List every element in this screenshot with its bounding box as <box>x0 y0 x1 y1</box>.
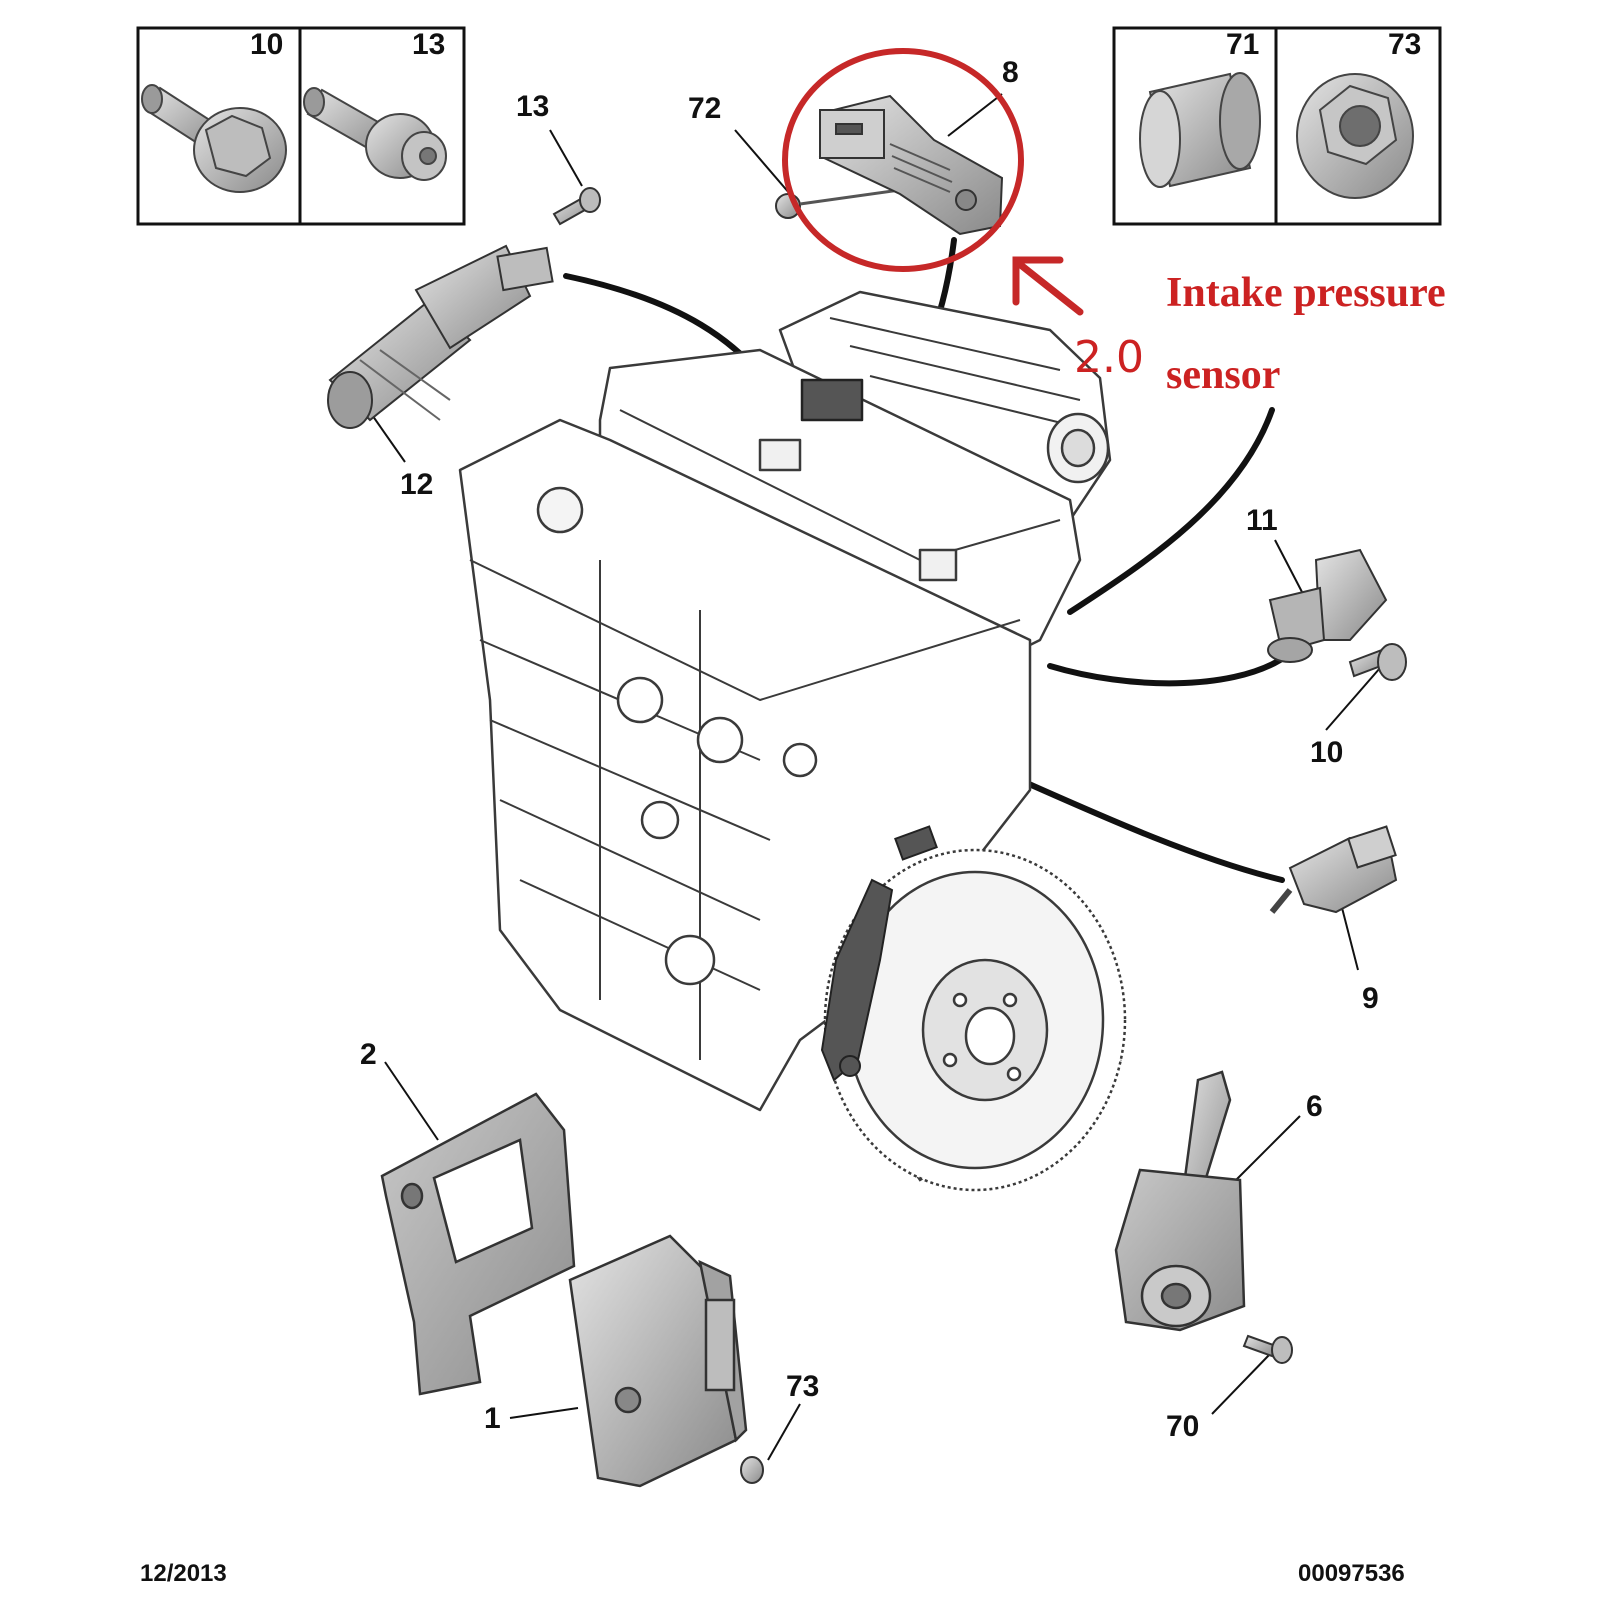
callout-72: 72 <box>688 92 722 125</box>
inset-left-label-10: 10 <box>250 28 284 61</box>
callout-6: 6 <box>1306 1090 1323 1123</box>
annotation-line-1: Intake pressure <box>1166 270 1446 316</box>
cap-nut-icon <box>1139 72 1261 188</box>
bracket-plate-2-icon <box>380 1092 576 1396</box>
nut-73-icon <box>740 1456 764 1484</box>
annotation-number: 2.0 <box>1074 332 1144 383</box>
leader-lines <box>369 93 1381 1461</box>
flange-screw-icon <box>141 84 287 193</box>
wiring-harness <box>820 825 938 1082</box>
screw-10-icon <box>1348 643 1407 681</box>
engine-control-unit-1-icon <box>568 1234 748 1488</box>
flange-nut-icon <box>1296 73 1414 199</box>
cam-sensor-11-icon <box>1267 548 1388 663</box>
callout-8: 8 <box>1002 56 1019 89</box>
flywheel <box>823 848 1127 1192</box>
arrow-icon <box>1012 256 1084 316</box>
socket-screw-icon <box>303 87 447 181</box>
callout-70: 70 <box>1166 1410 1200 1443</box>
callout-12: 12 <box>400 468 434 501</box>
callout-11: 11 <box>1246 504 1278 537</box>
inset-right-label-71: 71 <box>1226 28 1260 61</box>
temperature-sensor-9-icon <box>1269 825 1398 914</box>
callout-2: 2 <box>360 1038 377 1071</box>
callout-10: 10 <box>1310 736 1344 769</box>
callout-13: 13 <box>516 90 550 123</box>
highlight-ring <box>782 48 1024 272</box>
inset-left-label-13: 13 <box>412 28 446 61</box>
crank-sensor-bracket-6-icon <box>1114 1070 1246 1332</box>
footer-date: 12/2013 <box>140 1560 227 1587</box>
footer-reference: 00097536 <box>1298 1560 1405 1587</box>
callout-9: 9 <box>1362 982 1379 1015</box>
intake-pressure-sensor-icon <box>818 94 1004 236</box>
callout-1: 1 <box>484 1402 501 1435</box>
callout-73: 73 <box>786 1370 820 1403</box>
annotation-line-2: sensor <box>1166 352 1281 398</box>
screw-13-icon <box>552 187 601 226</box>
camshaft-solenoid-icon <box>327 244 554 429</box>
screw-70-icon <box>1242 1334 1293 1364</box>
inset-right-label-73: 73 <box>1388 28 1422 61</box>
